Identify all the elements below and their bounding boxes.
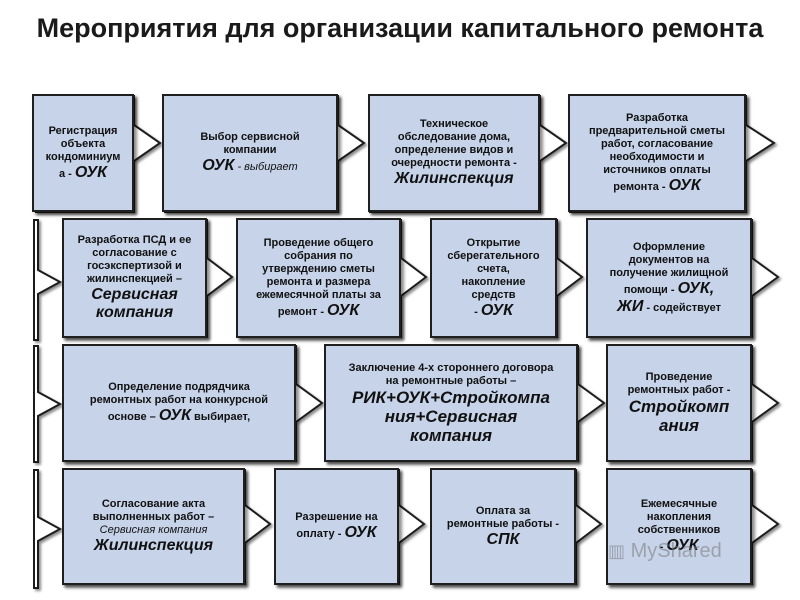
step-text: собрания по — [284, 249, 353, 262]
step-text: утверждению сметы — [262, 262, 375, 275]
step-text: объекта — [60, 137, 106, 150]
step-actor: ОУК — [668, 176, 701, 194]
step-text: получение жилищной — [609, 266, 729, 279]
step-actor: ОУК — [202, 157, 235, 174]
step-text: - выбирает — [237, 161, 298, 173]
step-text: жилинспекцией – — [87, 273, 182, 285]
step-text: сберегательного — [447, 249, 540, 262]
step-actor: ЖИ — [616, 297, 644, 315]
step-text: работ, согласование — [600, 137, 714, 150]
step-actor: ОУК — [158, 407, 191, 424]
step-text: необходимости и — [609, 150, 705, 163]
step-text: Регистрация — [48, 124, 118, 137]
step-actor: ОУК — [74, 163, 107, 181]
watermark-text: MyShared — [630, 540, 722, 562]
step-text: Согласование акта — [101, 498, 206, 510]
step-four-party-contract: Заключение 4-х стороннего договора на ре… — [324, 344, 578, 462]
step-actor: компания — [409, 425, 493, 445]
step-text: документов на — [628, 253, 710, 266]
step-text: Выбор сервисной — [200, 131, 300, 143]
step-text: Ежемесячные — [640, 498, 718, 510]
step-service-company-choice: Выбор сервисной компании ОУК - выбирает — [162, 94, 338, 212]
step-actor: ОУК — [344, 524, 377, 541]
step-text: накопление — [461, 275, 526, 288]
step-actor: Сервисная — [91, 286, 178, 303]
step-text: ремонтных работ на конкурсной — [89, 394, 269, 406]
row4-arrow-0 — [33, 469, 63, 589]
step-text: Разработка ПСД и ее — [77, 234, 192, 246]
step-text: ежемесячной платы за — [256, 288, 381, 301]
step-text: согласование с — [92, 247, 177, 259]
step-monthly-savings: Ежемесячные накопления собственников - О… — [606, 468, 752, 585]
step-text: помощи - — [623, 283, 675, 296]
step-actor: Стройкомп — [628, 397, 730, 416]
step-housing-aid-documents: Оформление документов на получение жилищ… — [586, 218, 752, 338]
step-actor: ания — [658, 416, 700, 435]
step-text: Открытие — [466, 236, 521, 249]
step-actor: компания — [95, 304, 174, 321]
chart-bar-icon: ▥ — [608, 541, 626, 561]
step-text: Проведение общего — [263, 236, 374, 249]
step-actor: ОУК — [327, 301, 360, 319]
step-text: госэкспертизой и — [87, 260, 182, 272]
step-text: определение видов и — [394, 144, 514, 156]
step-text: счета, — [477, 262, 510, 275]
step-actor: Жилинспекция — [93, 537, 214, 554]
step-general-meeting: Проведение общего собрания по утверждени… — [236, 218, 401, 338]
step-actor: ОУК — [480, 301, 513, 319]
step-text: Заключение 4-х стороннего договора — [348, 361, 554, 374]
step-registration: Регистрация объекта кондоминиум а - ОУК — [32, 94, 134, 212]
step-text: оплату - — [296, 528, 342, 540]
step-text: средств — [471, 288, 516, 301]
step-repair-payment: Оплата за ремонтные работы - СПК — [430, 468, 576, 585]
step-text: на ремонтные работы – — [385, 374, 517, 387]
step-text: ремонта и размера — [266, 275, 371, 288]
step-text: Сервисная компания — [99, 524, 208, 536]
step-text: Разрешение на — [295, 511, 378, 523]
step-actor: Жилинспекция — [394, 170, 514, 187]
step-text: предварительной сметы — [588, 124, 726, 137]
step-actor: ОУК — [666, 537, 699, 554]
watermark-logo: ▥ MyShared — [608, 540, 722, 563]
step-acceptance-act: Согласование акта выполненных работ – Се… — [62, 468, 245, 585]
step-text: ремонтных работ - — [627, 384, 731, 396]
row2-arrow-0 — [33, 219, 63, 341]
step-text: основе – — [107, 411, 156, 423]
step-text: ремонт - — [277, 305, 324, 318]
step-text: - — [659, 541, 664, 553]
step-psd-development: Разработка ПСД и ее согласование с госэк… — [62, 218, 207, 338]
step-text: источников оплаты — [603, 163, 711, 176]
step-text: обследование дома, — [397, 131, 511, 143]
step-text: а - — [58, 167, 72, 180]
step-savings-account: Открытие сберегательного счета, накоплен… — [430, 218, 557, 338]
step-text: компании — [223, 144, 277, 156]
step-text: ремонтные работы - — [446, 517, 560, 530]
step-text: Оформление — [633, 240, 705, 253]
step-text: Оплата за — [475, 504, 531, 517]
step-text: Определение подрядчика — [108, 381, 250, 393]
step-text: ремонта - — [613, 180, 666, 193]
step-payment-permission: Разрешение на оплату - ОУК — [274, 468, 399, 585]
step-text: кондоминиум — [45, 150, 121, 163]
step-text: Проведение — [645, 371, 713, 383]
step-contractor-selection: Определение подрядчика ремонтных работ н… — [62, 344, 296, 462]
step-text: - — [474, 305, 478, 318]
step-repair-works: Проведение ремонтных работ - Стройкомп а… — [606, 344, 752, 462]
step-text: Техническое — [419, 118, 489, 130]
step-text: выбирает, — [194, 411, 251, 423]
step-actor: РИК+ОУК+Стройкомпа — [352, 387, 550, 407]
row3-arrow-0 — [33, 345, 63, 463]
step-technical-inspection: Техническое обследование дома, определен… — [368, 94, 540, 212]
step-text: - содействует — [646, 301, 721, 314]
page-title: Мероприятия для организации капитального… — [36, 13, 764, 43]
step-text: собственников — [637, 524, 721, 536]
step-actor: ОУК, — [677, 279, 715, 297]
step-preliminary-estimate: Разработка предварительной сметы работ, … — [568, 94, 746, 212]
step-actor: СПК — [486, 530, 520, 548]
step-text: очередности ремонта - — [391, 157, 517, 169]
step-text: выполненных работ – — [92, 511, 215, 523]
step-text: накопления — [646, 511, 712, 523]
step-text: Разработка — [626, 111, 688, 124]
step-actor: ния+Сервисная — [384, 406, 518, 426]
